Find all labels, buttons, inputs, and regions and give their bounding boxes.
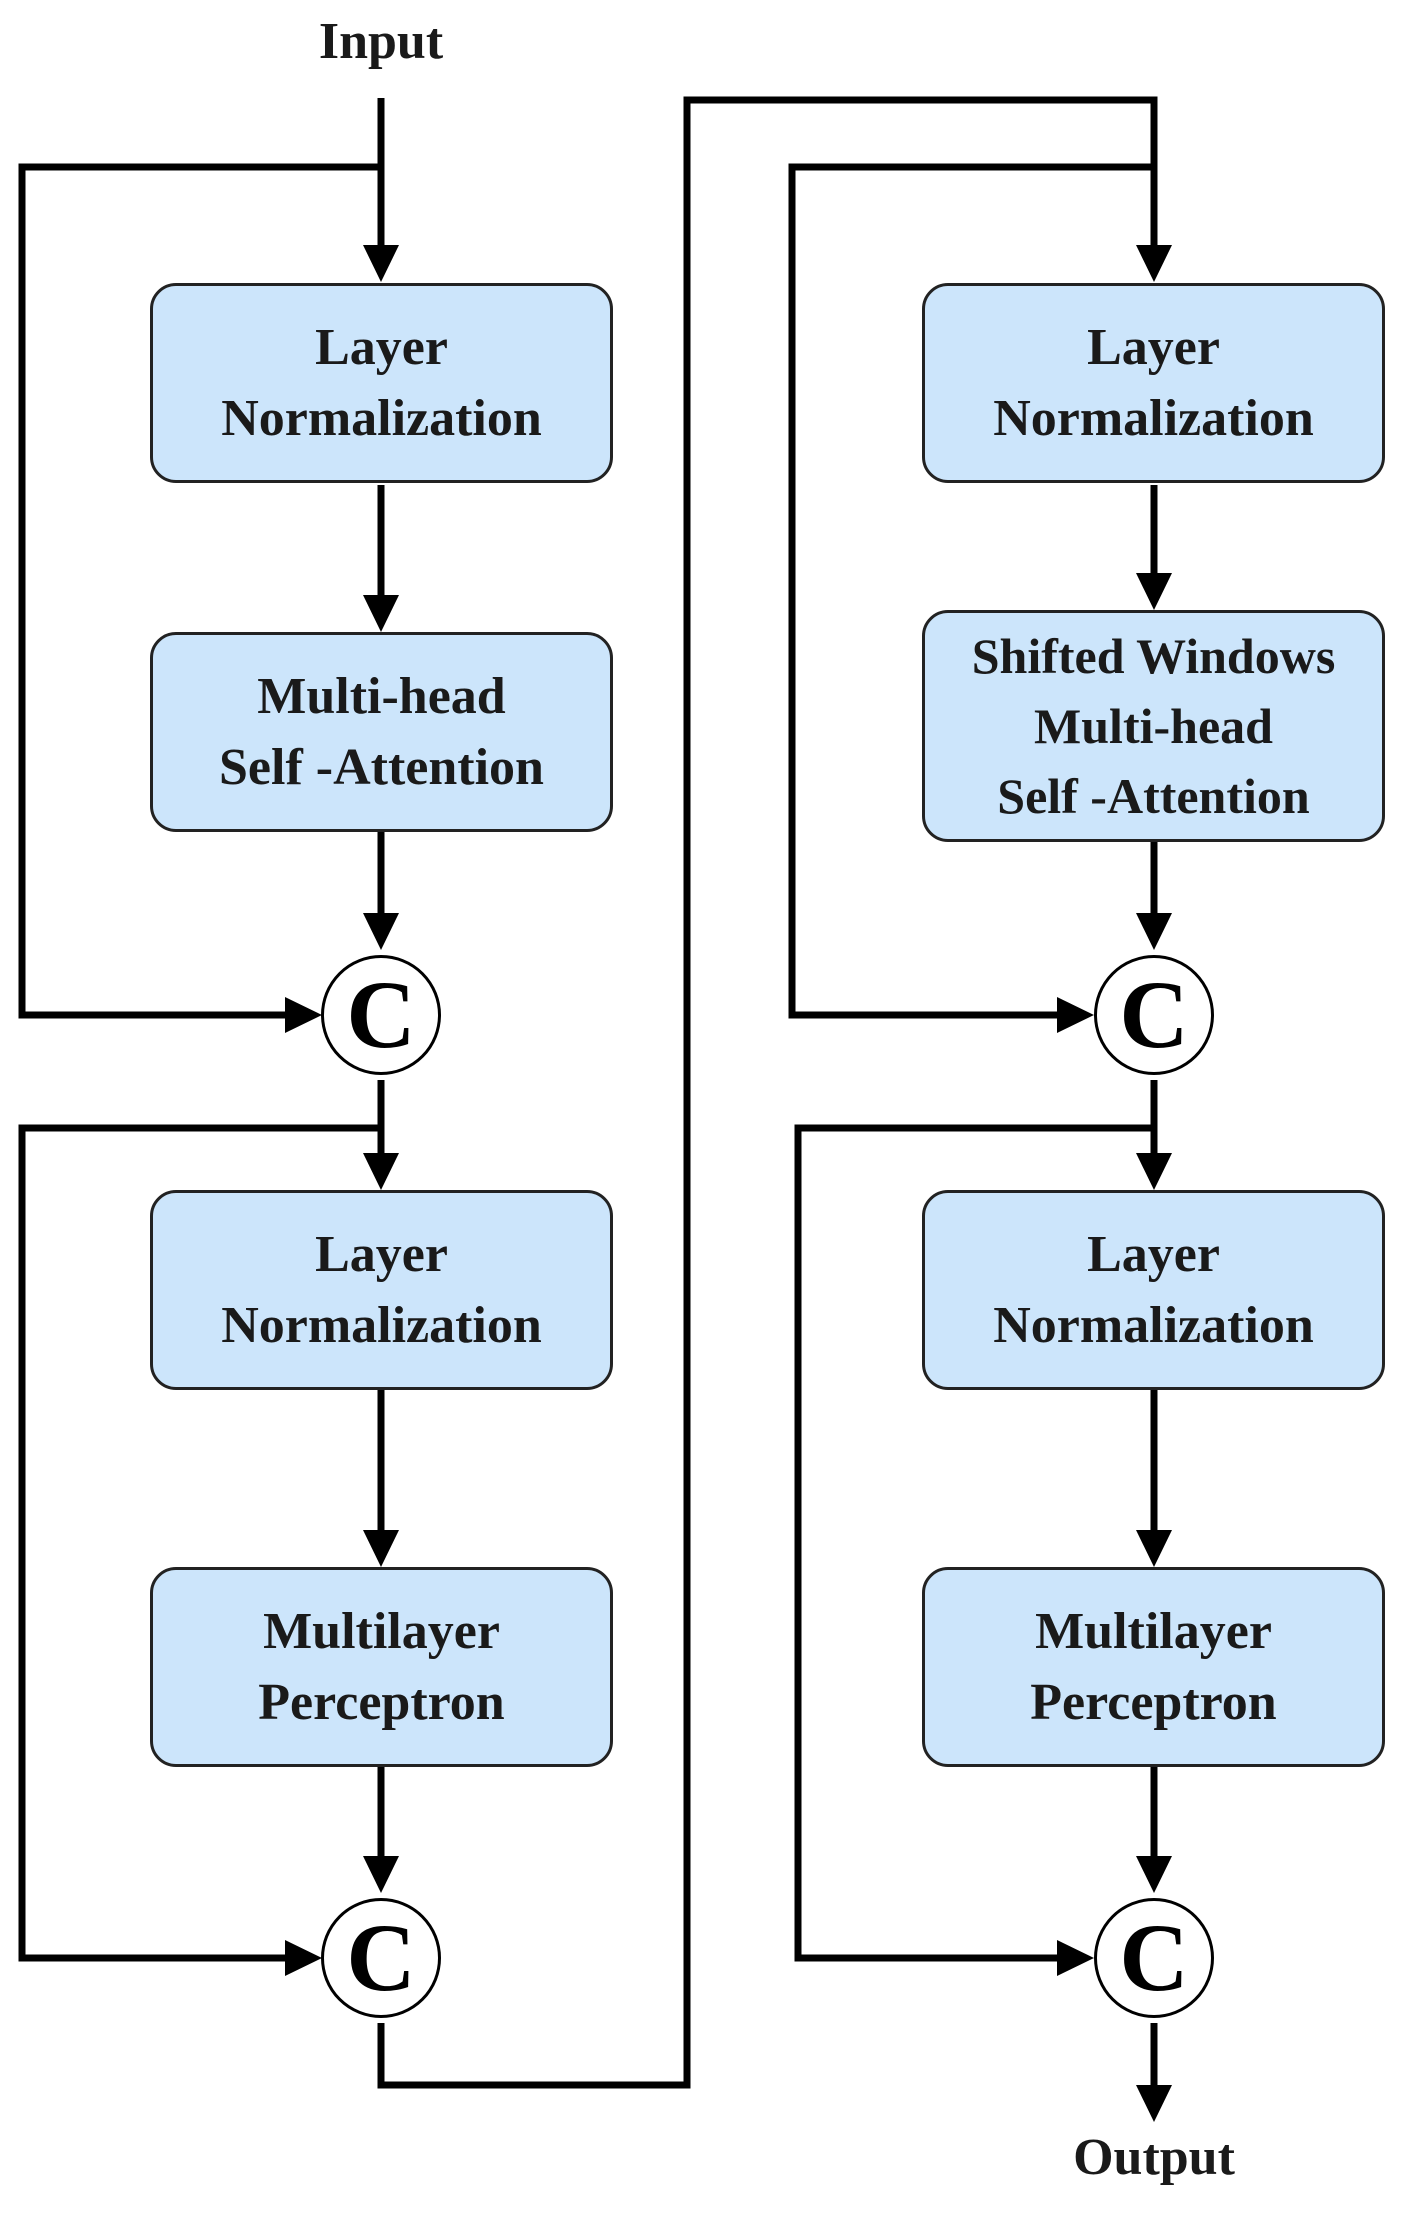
- arrowhead: [1136, 2085, 1172, 2122]
- box-label-line: Multilayer: [1035, 1603, 1272, 1660]
- box-label-line: Layer: [1087, 319, 1220, 376]
- box-label-line: Normalization: [221, 390, 542, 447]
- box-label-line: Layer: [315, 1226, 448, 1283]
- box-label-line: Normalization: [221, 1297, 542, 1354]
- output-label: Output: [1073, 2129, 1235, 2186]
- arrowhead: [285, 1940, 322, 1976]
- left-layer-normalization-2: Layer Normalization: [150, 1190, 613, 1390]
- concat-node-right-1: C: [1094, 955, 1214, 1075]
- right-layer-normalization-2: Layer Normalization: [922, 1190, 1385, 1390]
- arrowhead: [363, 595, 399, 632]
- box-label-line: Self -Attention: [997, 768, 1310, 824]
- right-layer-normalization-1: Layer Normalization: [922, 283, 1385, 483]
- residual-right-1: [788, 163, 1154, 1019]
- box-label-line: Layer: [315, 319, 448, 376]
- arrowhead: [363, 1530, 399, 1567]
- arrowhead: [285, 997, 322, 1033]
- arrowhead: [1057, 1940, 1094, 1976]
- concat-node-left-1: C: [321, 955, 441, 1075]
- box-label-line: Layer: [1087, 1226, 1220, 1283]
- box-label-line: Multi-head: [257, 668, 506, 725]
- arrowhead: [363, 1153, 399, 1190]
- concat-node-right-2: C: [1094, 1898, 1214, 2018]
- arrowhead: [1136, 1153, 1172, 1190]
- residual-left-2: [18, 1124, 381, 1962]
- box-label-line: Normalization: [993, 1297, 1314, 1354]
- arrowhead: [363, 245, 399, 282]
- box-label-line: Shifted Windows: [971, 628, 1336, 684]
- input-label: Input: [318, 13, 444, 70]
- bridge-left-to-right: [377, 96, 1158, 2089]
- left-multilayer-perceptron: Multilayer Perceptron: [150, 1567, 613, 1767]
- arrowhead: [1136, 1856, 1172, 1893]
- arrowhead: [363, 1856, 399, 1893]
- box-label-line: Multi-head: [1034, 698, 1273, 754]
- box-label-line: Perceptron: [258, 1674, 505, 1731]
- arrowhead: [363, 913, 399, 950]
- arrowhead: [1136, 245, 1172, 282]
- arrowhead: [1057, 997, 1094, 1033]
- box-label-line: Perceptron: [1030, 1674, 1277, 1731]
- box-label-line: Multilayer: [263, 1603, 500, 1660]
- right-shifted-windows-attention: Shifted Windows Multi-head Self -Attenti…: [922, 610, 1385, 842]
- left-layer-normalization-1: Layer Normalization: [150, 283, 613, 483]
- arrowhead: [1136, 1530, 1172, 1567]
- concat-node-left-2: C: [321, 1898, 441, 2018]
- right-multilayer-perceptron: Multilayer Perceptron: [922, 1567, 1385, 1767]
- arrowhead: [1136, 573, 1172, 610]
- left-multi-head-self-attention: Multi-head Self -Attention: [150, 632, 613, 832]
- box-label-line: Normalization: [993, 390, 1314, 447]
- residual-left-1: [18, 163, 381, 1019]
- arrowhead: [1136, 913, 1172, 950]
- box-label-line: Self -Attention: [219, 739, 544, 796]
- residual-right-2: [794, 1124, 1154, 1962]
